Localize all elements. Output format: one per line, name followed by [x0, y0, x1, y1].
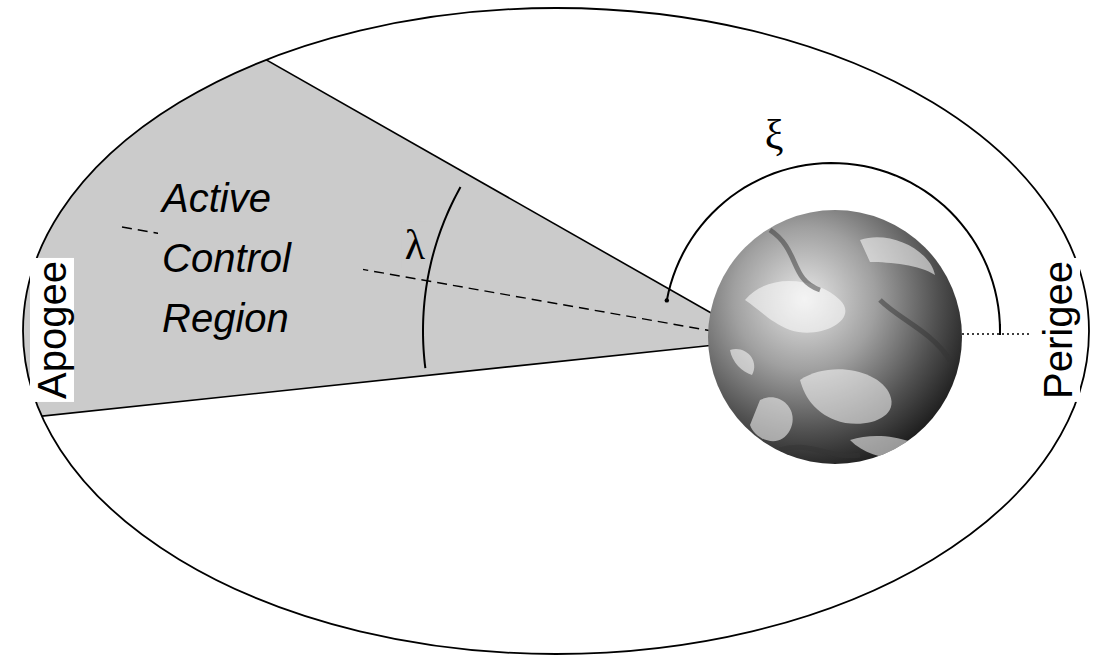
land-shade — [770, 230, 820, 290]
angle-symbol: λ — [402, 222, 428, 268]
angle-symbol: ξ — [762, 112, 787, 158]
cloud-swirl — [745, 281, 845, 333]
perigee-line — [962, 333, 1030, 335]
wedge-edge — [0, 345, 715, 423]
angle-arc — [423, 187, 460, 368]
arc-end — [665, 298, 669, 302]
apsis-label: Apogee — [30, 258, 74, 402]
earth-disc — [708, 210, 962, 464]
arc-end — [999, 324, 1001, 335]
cloud-swirl — [860, 237, 935, 275]
apsis-label: Perigee — [1036, 258, 1080, 402]
land-shade — [880, 300, 950, 360]
wedge-shape — [0, 0, 730, 440]
region-label: Active Control Region — [158, 168, 363, 348]
wedge-fill — [0, 0, 720, 423]
cloud-swirl — [800, 369, 892, 423]
wedge-text-holder: Active Control Region — [158, 168, 363, 348]
angle-arc — [667, 163, 1000, 331]
control-region-wedge: Active Control Region — [0, 0, 730, 440]
cloud-swirl — [750, 397, 793, 441]
land-shade — [780, 447, 860, 456]
orbit-ellipse — [23, 8, 1089, 654]
cloud-swirl — [730, 349, 754, 375]
cloud-swirl — [850, 436, 930, 459]
earth-globe — [708, 210, 962, 464]
